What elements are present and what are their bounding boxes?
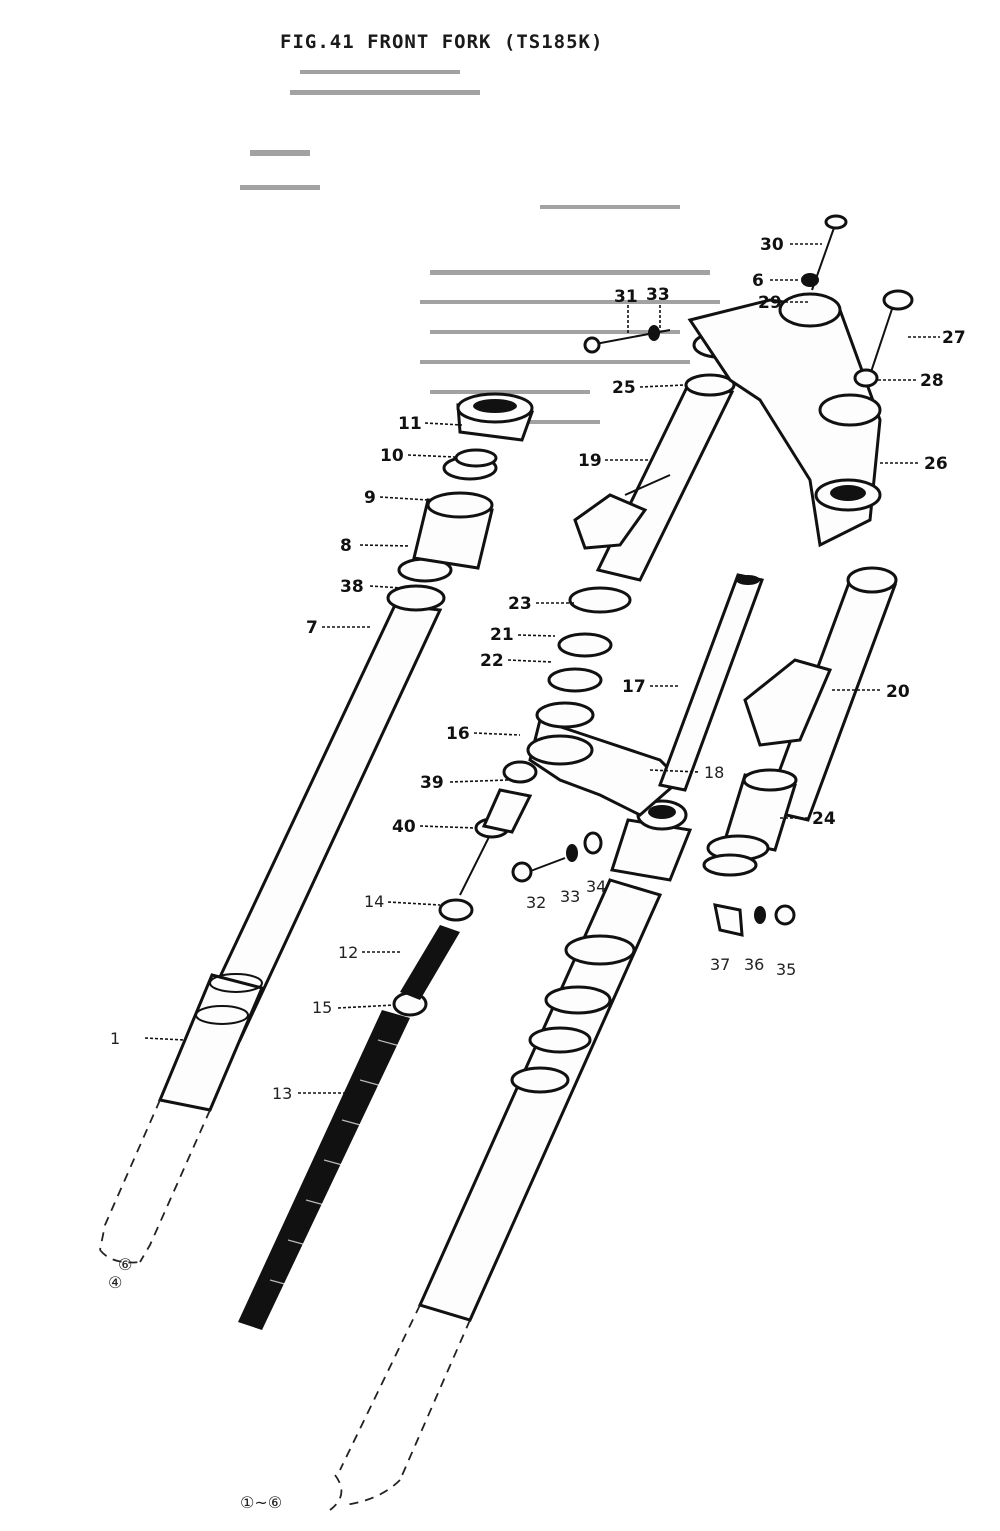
callout-30: 30	[760, 235, 784, 255]
callout-25: 25	[612, 378, 636, 398]
small-mark-b: ④	[108, 1273, 122, 1292]
upper-outer-tube-19	[595, 383, 735, 582]
axle-bolt-set	[511, 831, 603, 883]
callout-37: 37	[710, 955, 730, 974]
fork-spring	[238, 1010, 410, 1330]
callout-19: 19	[578, 451, 602, 471]
callout-24: 24	[812, 809, 836, 829]
leader-lines	[144, 243, 940, 1094]
figure-title: FIG.41 FRONT FORK (TS185K)	[280, 31, 603, 53]
right-fork-lower	[329, 799, 693, 1511]
callout-36: 36	[744, 955, 764, 974]
callout-29: 29	[758, 293, 782, 313]
callout-21: 21	[490, 625, 514, 645]
callout-22: 22	[480, 651, 504, 671]
callout-10: 10	[380, 446, 404, 466]
callout-15: 15	[312, 998, 332, 1017]
spring-assembly	[238, 760, 538, 1330]
callout-39: 39	[420, 773, 444, 793]
callout-31: 31	[614, 287, 638, 307]
callout-40: 40	[392, 817, 416, 837]
callout-16: 16	[446, 724, 470, 744]
callout-12: 12	[338, 943, 358, 962]
callout-34: 34	[586, 877, 606, 896]
left-fork-assembly	[99, 392, 535, 1264]
callout-6: 6	[752, 271, 764, 291]
callout-33-top: 33	[646, 285, 670, 305]
callout-32: 32	[526, 893, 546, 912]
callout-1: 1	[110, 1029, 120, 1048]
callout-33: 33	[560, 887, 580, 906]
damper-piece-39	[481, 788, 533, 834]
steering-stem	[657, 573, 765, 792]
callout-13: 13	[272, 1084, 292, 1103]
callout-18: 18	[704, 763, 724, 782]
callout-labels: 1 7 38 8 9 10 11 12 13 14 15 16 17 18 19…	[110, 235, 966, 1103]
callout-38: 38	[340, 577, 364, 597]
right-upper-tube	[702, 566, 898, 937]
small-mark-a: ⑥	[118, 1255, 132, 1274]
lower-bracket	[528, 718, 683, 817]
callout-7: 7	[306, 618, 318, 638]
figure-footnote: ①~⑥	[240, 1493, 282, 1512]
outer-tube-lower	[157, 973, 265, 1112]
callout-20: 20	[886, 682, 910, 702]
callout-17: 17	[622, 677, 646, 697]
callout-9: 9	[364, 488, 376, 508]
callout-28: 28	[920, 371, 944, 391]
lower-bracket-assembly	[526, 573, 765, 817]
callout-26: 26	[924, 454, 948, 474]
left-fork-dashed-outline	[99, 1099, 211, 1263]
scan-noise	[240, 70, 720, 424]
callout-11: 11	[398, 414, 422, 434]
callout-23: 23	[508, 594, 532, 614]
callout-8: 8	[340, 536, 352, 556]
upper-tube-and-bridge	[573, 214, 914, 582]
callout-27: 27	[942, 328, 966, 348]
right-fork-dashed-outline	[339, 1304, 471, 1481]
callout-14: 14	[364, 892, 384, 911]
callout-35: 35	[776, 960, 796, 979]
